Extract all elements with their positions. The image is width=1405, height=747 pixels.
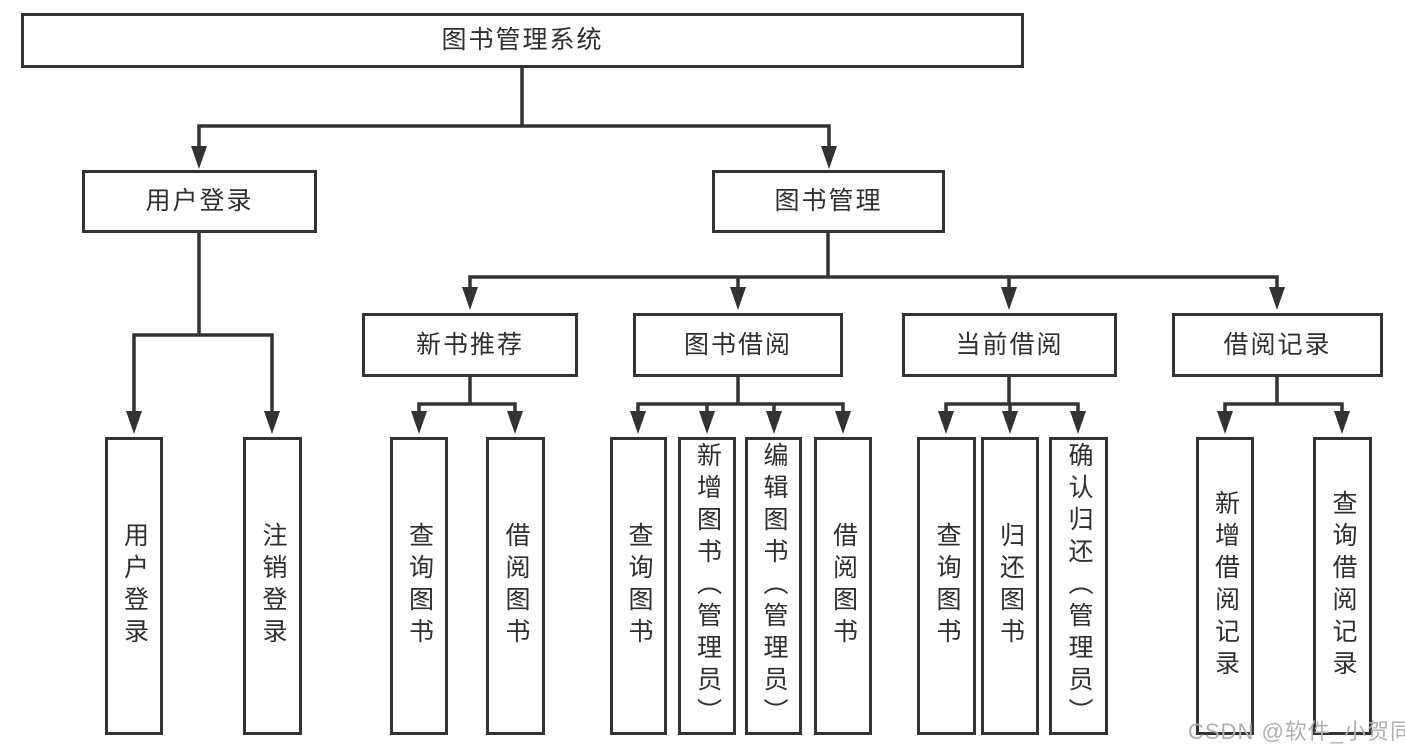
leaf-confirm-return-admin: 确认归还（管理员） (1049, 437, 1108, 735)
node-book-management-label: 图书管理 (774, 187, 883, 215)
leaf-label: 查询图书 (625, 522, 653, 650)
leaf-add-borrow-record: 新增借阅记录 (1196, 437, 1254, 735)
leaf-label: 借阅图书 (829, 522, 858, 650)
leaf-borrow-book: 借阅图书 (814, 437, 872, 735)
leaf-label: 查询图书 (405, 522, 434, 650)
node-current-borrow-label: 当前借阅 (955, 330, 1064, 359)
node-new-book-recommend-label: 新书推荐 (415, 330, 524, 359)
leaf-query-book-current: 查询图书 (917, 437, 976, 735)
node-root-library-system: 图书管理系统 (21, 13, 1024, 68)
node-user-login: 用户登录 (82, 170, 317, 233)
node-book-management: 图书管理 (712, 170, 945, 233)
leaf-label: 编辑图书（管理员） (760, 442, 788, 730)
leaf-label: 查询图书 (933, 522, 961, 650)
node-borrow-records: 借阅记录 (1172, 313, 1383, 377)
leaf-edit-book-admin: 编辑图书（管理员） (745, 437, 802, 735)
leaf-query-book-recommend: 查询图书 (390, 437, 448, 735)
node-root-label: 图书管理系统 (441, 26, 604, 54)
leaf-return-book: 归还图书 (981, 437, 1039, 735)
leaf-query-borrow-record: 查询借阅记录 (1313, 437, 1372, 735)
leaf-borrow-book-recommend: 借阅图书 (486, 437, 545, 735)
leaf-label: 借阅图书 (502, 522, 530, 650)
leaf-label: 新增借阅记录 (1211, 490, 1240, 682)
leaf-label: 新增图书（管理员） (693, 442, 722, 730)
leaf-label: 确认归还（管理员） (1065, 442, 1093, 730)
node-borrow-records-label: 借阅记录 (1223, 330, 1332, 359)
leaf-label: 用户登录 (120, 522, 149, 650)
node-current-borrow: 当前借阅 (902, 313, 1117, 377)
node-user-login-label: 用户登录 (145, 187, 254, 215)
node-book-borrow-label: 图书借阅 (683, 330, 792, 359)
leaf-label: 查询借阅记录 (1329, 490, 1357, 682)
leaf-add-book-admin: 新增图书（管理员） (678, 437, 736, 735)
leaf-label: 注销登录 (259, 522, 287, 650)
leaf-logout: 注销登录 (243, 437, 302, 735)
csdn-watermark: CSDN @软件_小贺同学 (1188, 719, 1405, 744)
leaf-user-login: 用户登录 (105, 437, 163, 735)
leaf-query-book-borrow: 查询图书 (610, 437, 667, 735)
node-new-book-recommend: 新书推荐 (362, 313, 578, 377)
leaf-label: 归还图书 (996, 522, 1025, 650)
node-book-borrow: 图书借阅 (633, 313, 843, 377)
